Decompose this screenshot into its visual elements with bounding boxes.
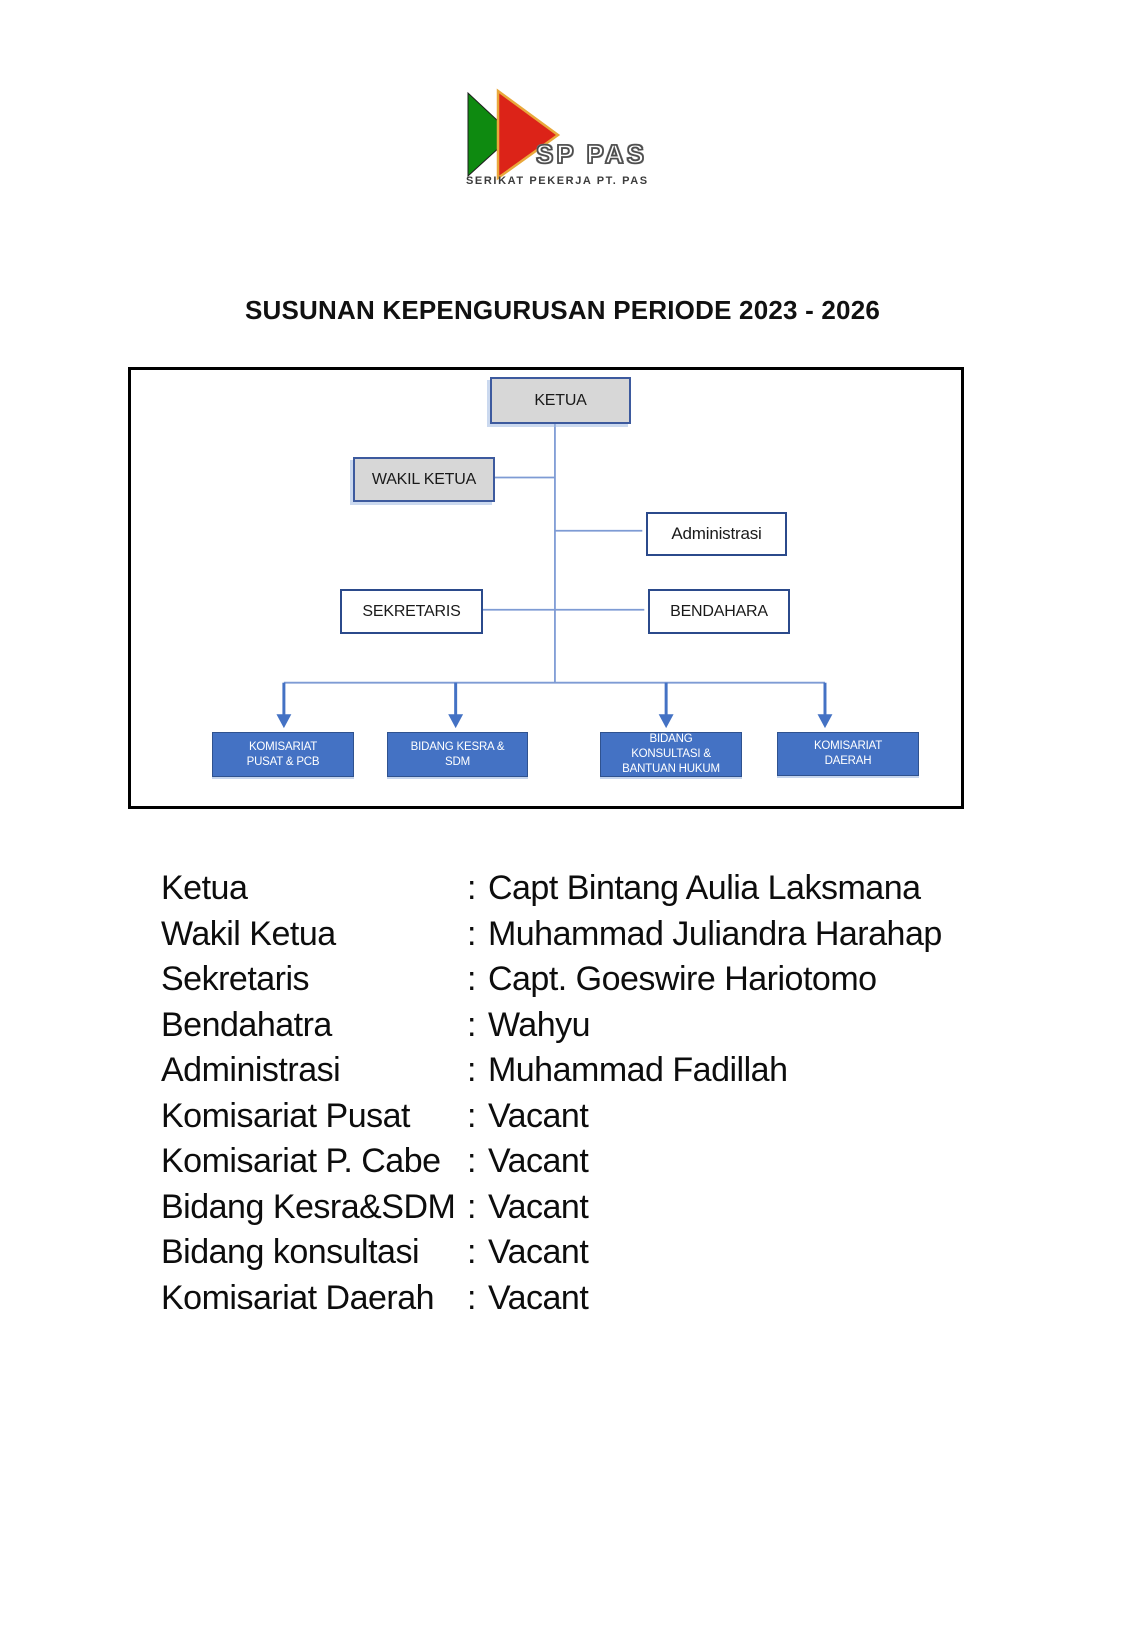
- logo-subtitle: SERIKAT PEKERJA PT. PAS: [466, 175, 649, 187]
- org-node-bidang-kesra-sdm: BIDANG KESRA & SDM: [387, 732, 528, 777]
- roster-value: Vacant: [487, 1142, 589, 1180]
- roster-list: Ketua : Capt Bintang Aulia Laksmana Waki…: [161, 866, 991, 1321]
- page-title: SUSUNAN KEPENGURUSAN PERIODE 2023 - 2026: [244, 295, 881, 325]
- roster-label: Bendahatra: [161, 1005, 332, 1044]
- colon-separator: :: [467, 1051, 476, 1089]
- roster-row-sekretaris: Sekretaris : Capt. Goeswire Hariotomo: [161, 957, 991, 1003]
- roster-value: Vacant: [487, 1187, 589, 1226]
- logo-title: SP PAS: [535, 138, 647, 170]
- org-node-administrasi: Administrasi: [646, 512, 787, 556]
- roster-value: Muhammad Juliandra Harahap: [487, 914, 942, 953]
- org-node-sekretaris: SEKRETARIS: [340, 589, 483, 634]
- roster-value: Capt. Goeswire Hariotomo: [487, 960, 877, 998]
- roster-label: Komisariat P. Cabe: [161, 1142, 441, 1180]
- logo-triangles-icon: [467, 88, 561, 181]
- roster-value: Vacant: [487, 1096, 589, 1135]
- org-node-wakil-ketua: WAKIL KETUA: [353, 457, 495, 502]
- colon-separator: :: [467, 869, 476, 907]
- roster-label: Bidang Kesra&SDM: [161, 1187, 456, 1226]
- colon-separator: :: [467, 1187, 476, 1226]
- org-node-komisariat-daerah: KOMISARIAT DAERAH: [777, 732, 919, 776]
- roster-value: Muhammad Fadillah: [487, 1051, 788, 1089]
- org-node-komisariat-pusat-pcb: KOMISARIAT PUSAT & PCB: [212, 732, 354, 777]
- roster-row-komisariat-pusat: Komisariat Pusat : Vacant: [161, 1094, 991, 1140]
- roster-value: Capt Bintang Aulia Laksmana: [487, 869, 921, 907]
- org-chart-frame: KETUA WAKIL KETUA Administrasi SEKRETARI…: [128, 367, 964, 809]
- roster-row-komisariat-daerah: Komisariat Daerah : Vacant: [161, 1276, 991, 1322]
- colon-separator: :: [467, 1278, 476, 1317]
- roster-row-bendahatra: Bendahatra : Wahyu: [161, 1003, 991, 1049]
- roster-label: Sekretaris: [161, 960, 310, 998]
- roster-value: Wahyu: [487, 1005, 591, 1044]
- roster-label: Komisariat Daerah: [161, 1278, 435, 1317]
- sp-pas-logo: SP PAS SERIKAT PEKERJA PT. PAS: [440, 83, 680, 195]
- roster-row-bidang-kesra-sdm: Bidang Kesra&SDM : Vacant: [161, 1185, 991, 1231]
- org-node-bidang-konsultasi: BIDANG KONSULTASI & BANTUAN HUKUM: [600, 732, 742, 777]
- roster-row-bidang-konsultasi: Bidang konsultasi : Vacant: [161, 1230, 991, 1276]
- colon-separator: :: [467, 1142, 476, 1180]
- roster-label: Bidang konsultasi: [161, 1233, 420, 1271]
- org-node-bendahara: BENDAHARA: [648, 589, 790, 634]
- roster-label: Ketua: [161, 869, 248, 907]
- org-node-ketua: KETUA: [490, 377, 631, 424]
- colon-separator: :: [467, 914, 476, 953]
- roster-label: Administrasi: [161, 1051, 341, 1089]
- colon-separator: :: [467, 1233, 476, 1271]
- roster-row-wakil-ketua: Wakil Ketua : Muhammad Juliandra Harahap: [161, 912, 991, 958]
- roster-row-ketua: Ketua : Capt Bintang Aulia Laksmana: [161, 866, 991, 912]
- roster-row-administrasi: Administrasi : Muhammad Fadillah: [161, 1048, 991, 1094]
- org-chart-connector-lines: [276, 423, 833, 729]
- colon-separator: :: [467, 1005, 476, 1044]
- roster-row-komisariat-p-cabe: Komisariat P. Cabe : Vacant: [161, 1139, 991, 1185]
- colon-separator: :: [467, 960, 476, 998]
- roster-label: Komisariat Pusat: [161, 1096, 411, 1135]
- roster-value: Vacant: [487, 1278, 589, 1317]
- roster-label: Wakil Ketua: [161, 914, 336, 953]
- roster-value: Vacant: [487, 1233, 589, 1271]
- colon-separator: :: [467, 1096, 476, 1135]
